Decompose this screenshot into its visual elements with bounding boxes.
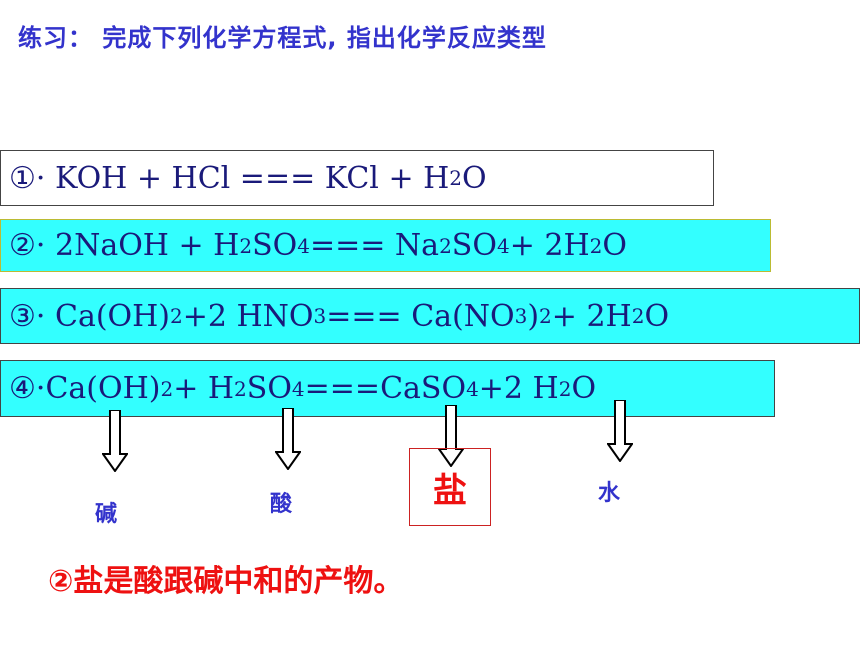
equation-text: Ca(OH) (54, 298, 170, 334)
equation-text: KOH + HCl === KCl + H (54, 160, 450, 196)
equation-text: SO (252, 228, 298, 263)
arrow-down-icon (438, 405, 464, 467)
equation-text: ) (527, 298, 540, 334)
equation-text: === Ca(NO (326, 298, 515, 334)
equation-text: Ca(OH) (45, 371, 161, 406)
equation-text: + 2H (509, 228, 590, 263)
equation-text: +2 HNO (182, 298, 314, 334)
equation-number: ②· (9, 228, 46, 263)
equation-text: O (602, 228, 627, 263)
arrow-down-icon (102, 410, 128, 472)
equation-text: ===CaSO (304, 371, 467, 406)
label-acid: 酸 (270, 492, 293, 517)
equation-text: SO (451, 228, 497, 263)
equation-number: ④· (9, 371, 46, 406)
equation-text: + H (173, 371, 235, 406)
label-base: 碱 (95, 502, 118, 527)
equation-number: ①· (9, 160, 46, 196)
equation-text: SO (246, 371, 292, 406)
equation-text: 2NaOH + H (54, 228, 240, 263)
equation-text: === Na (309, 228, 440, 263)
equation-text: O (571, 371, 597, 406)
arrow-down-icon (275, 408, 301, 470)
conclusion-text: ②盐是酸跟碱中和的产物。 (48, 564, 404, 599)
equation-text: O (644, 298, 670, 334)
equation-text: O (462, 160, 487, 196)
arrow-down-icon (607, 400, 633, 462)
label-water: 水 (598, 481, 621, 506)
equation-number: ③· (9, 298, 46, 334)
equation-text: +2 H (478, 371, 559, 406)
equation-text: + 2H (551, 298, 632, 334)
label-salt: 盐 (409, 448, 491, 526)
page-title: 练习： 完成下列化学方程式, 指出化学反应类型 (18, 24, 547, 52)
